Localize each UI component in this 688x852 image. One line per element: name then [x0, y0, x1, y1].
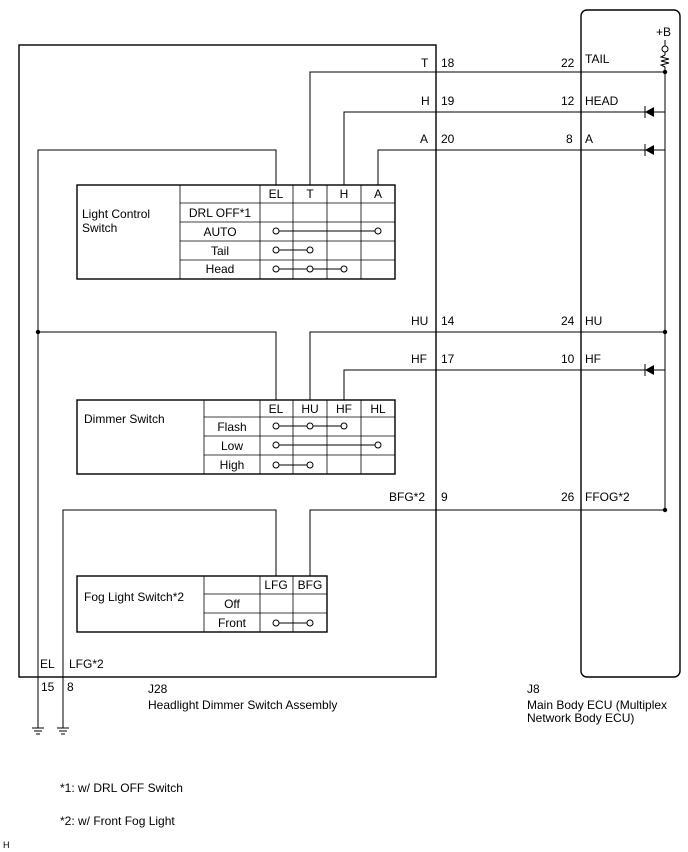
head-signal-left: H [421, 94, 430, 108]
fog-light-switch-table [76, 575, 328, 633]
a-pin-right: 8 [566, 132, 573, 146]
wire-lfg-ground [62, 509, 277, 728]
lc-row-tail: Tail [211, 244, 229, 258]
dim-col-el: EL [269, 402, 284, 416]
j8-code: J8 [527, 682, 540, 696]
fog-light-switch-label: Fog Light Switch*2 [84, 590, 184, 604]
head-pin-right: 12 [561, 94, 575, 108]
dim-row-high: High [220, 458, 245, 472]
ground-lfg-pin: 8 [67, 680, 74, 694]
fog-col-lfg: LFG [264, 578, 287, 592]
dim-col-hl: HL [370, 402, 386, 416]
light-control-label-2: Switch [82, 221, 117, 235]
fog-col-bfg: BFG [298, 578, 323, 592]
footer-code: H [3, 840, 10, 850]
a-pin-left: 20 [441, 132, 455, 146]
dim-col-hu: HU [301, 402, 318, 416]
wire-hf [343, 364, 665, 400]
lc-row-head: Head [206, 262, 235, 276]
wire-a [377, 144, 665, 185]
wire-head [343, 106, 665, 185]
footnote-2: *2: w/ Front Fog Light [60, 814, 175, 828]
hu-signal-left: HU [411, 314, 428, 328]
hu-pin-right: 24 [561, 314, 575, 328]
footnote-1: *1: w/ DRL OFF Switch [60, 781, 183, 795]
lc-col-t: T [306, 187, 314, 201]
bfg-signal-left: BFG*2 [389, 490, 425, 504]
tail-signal-right: TAIL [585, 52, 610, 66]
lc-col-a: A [374, 187, 382, 201]
plus-b-supply [659, 40, 670, 510]
hf-signal-left: HF [411, 352, 427, 366]
head-pin-left: 19 [441, 94, 455, 108]
tail-pin-left: 18 [441, 56, 455, 70]
wire-bfg [309, 507, 668, 576]
ground-symbol-lfg [57, 727, 69, 735]
j8-name: Main Body ECU (Multiplex [527, 698, 667, 712]
light-control-switch-table [76, 184, 396, 280]
j28-assembly-box [18, 44, 437, 678]
wire-tail [309, 69, 668, 185]
hf-signal-right: HF [585, 352, 601, 366]
plus-b-label: +B [656, 25, 671, 39]
lc-col-h: H [340, 187, 349, 201]
hf-pin-right: 10 [561, 352, 575, 366]
lc-col-el: EL [269, 187, 284, 201]
a-signal-right: A [585, 132, 593, 146]
ground-el-pin: 15 [41, 680, 55, 694]
j8-name-2: Network Body ECU) [527, 711, 634, 725]
dim-col-hf: HF [336, 402, 352, 416]
tail-signal-left: T [421, 56, 429, 70]
dim-row-flash: Flash [217, 420, 246, 434]
hu-signal-right: HU [585, 314, 602, 328]
lc-row-auto: AUTO [203, 225, 236, 239]
ground-el-signal: EL [40, 657, 55, 671]
wire-el-ground [35, 149, 277, 728]
wire-hu [309, 329, 668, 400]
ground-lfg-signal: LFG*2 [69, 657, 104, 671]
tail-pin-right: 22 [561, 56, 575, 70]
fog-row-front: Front [218, 616, 247, 630]
j28-code: J28 [148, 682, 168, 696]
dim-row-low: Low [221, 439, 243, 453]
head-signal-right: HEAD [585, 94, 619, 108]
bfg-pin-right: 26 [561, 490, 575, 504]
hu-pin-left: 14 [441, 314, 455, 328]
fog-row-off: Off [224, 597, 240, 611]
j8-ecu-box [580, 9, 681, 678]
bfg-pin-left: 9 [441, 490, 448, 504]
light-control-label: Light Control [82, 207, 150, 221]
j28-name: Headlight Dimmer Switch Assembly [148, 698, 337, 712]
hf-pin-left: 17 [441, 352, 455, 366]
dimmer-switch-label: Dimmer Switch [84, 412, 165, 426]
ffog-signal-right: FFOG*2 [585, 490, 630, 504]
ground-symbol-el [32, 727, 44, 735]
dimmer-switch-table [76, 399, 396, 475]
lc-row-drl-off: DRL OFF*1 [189, 206, 252, 220]
a-signal-left: A [420, 132, 428, 146]
